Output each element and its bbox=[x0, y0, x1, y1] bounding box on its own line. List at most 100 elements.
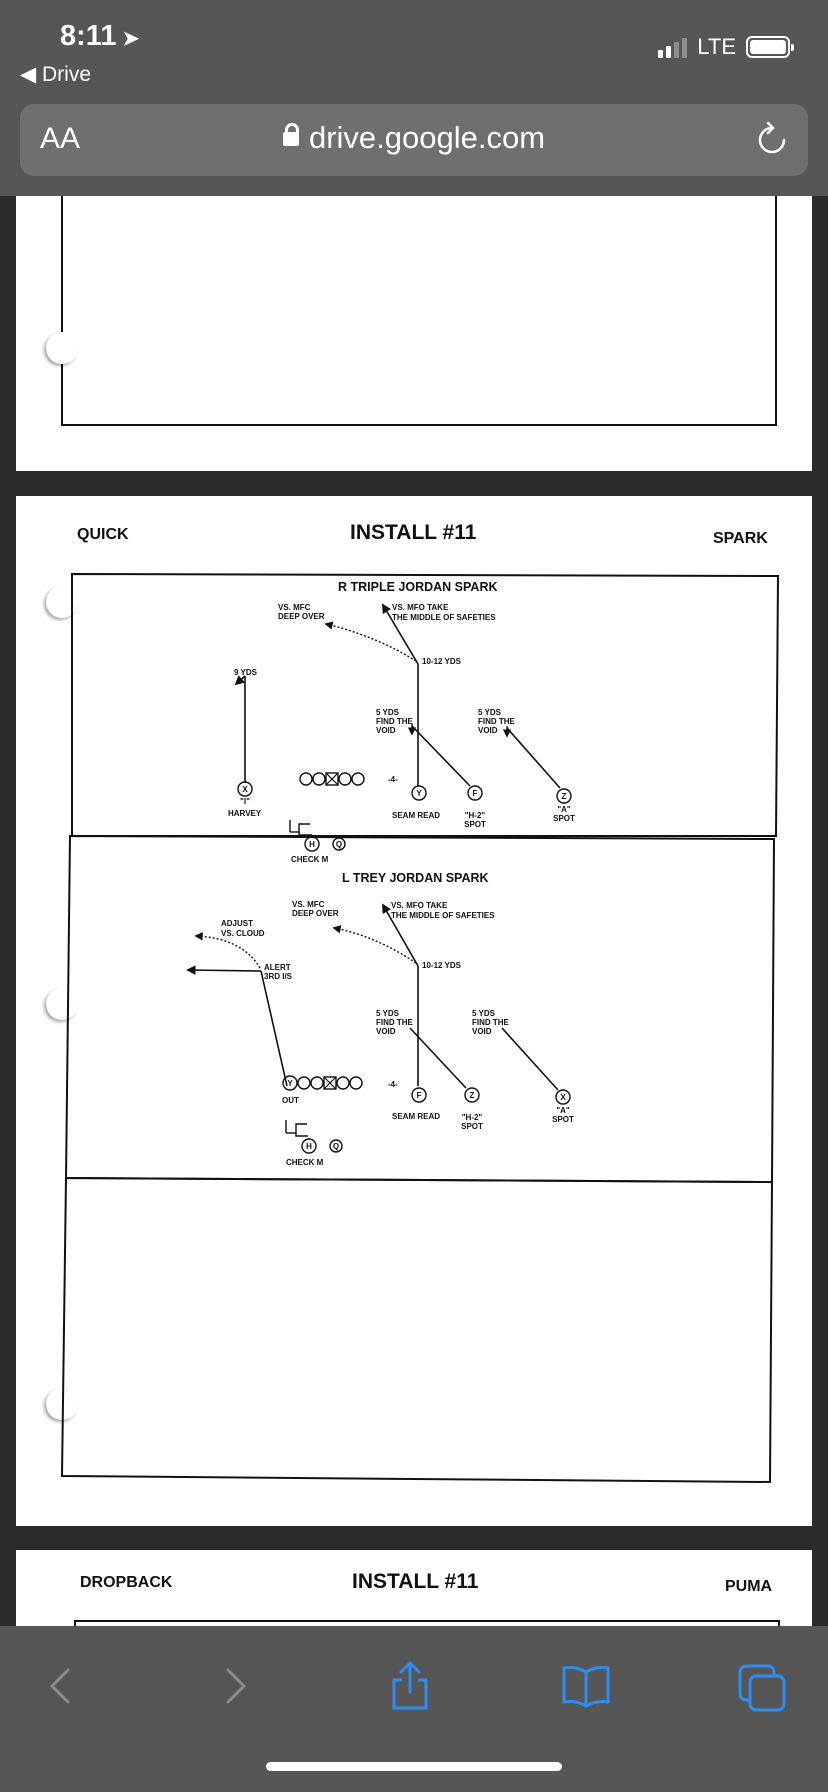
share-icon bbox=[392, 1661, 428, 1710]
svg-text:FIND THE: FIND THE bbox=[472, 1018, 510, 1027]
page-header-right: PUMA bbox=[725, 1578, 773, 1595]
svg-text:VS. CLOUD: VS. CLOUD bbox=[221, 929, 265, 938]
svg-text:ADJUST: ADJUST bbox=[221, 919, 253, 928]
svg-text:VS. MFO TAKE: VS. MFO TAKE bbox=[392, 603, 449, 612]
svg-text:F: F bbox=[417, 1091, 422, 1100]
svg-text:FIND THE: FIND THE bbox=[478, 717, 516, 726]
svg-text:VS. MFC: VS. MFC bbox=[292, 900, 325, 909]
svg-text:9 YDS: 9 YDS bbox=[234, 668, 258, 677]
share-button[interactable] bbox=[380, 1656, 440, 1716]
svg-text:VS. MFO TAKE: VS. MFO TAKE bbox=[391, 901, 448, 910]
svg-text:DEEP OVER: DEEP OVER bbox=[292, 909, 339, 918]
page-header-left: QUICK bbox=[77, 526, 129, 543]
svg-text:VOID: VOID bbox=[478, 726, 498, 735]
svg-text:THE MIDDLE OF SAFETIES: THE MIDDLE OF SAFETIES bbox=[391, 911, 495, 920]
svg-text:DEEP OVER: DEEP OVER bbox=[278, 612, 325, 621]
location-arrow-icon: ➤ bbox=[122, 28, 140, 50]
svg-text:SPOT: SPOT bbox=[553, 814, 575, 823]
svg-text:10-12 YDS: 10-12 YDS bbox=[422, 961, 462, 970]
battery-icon bbox=[746, 36, 794, 58]
svg-text:FIND THE: FIND THE bbox=[376, 717, 414, 726]
svg-text:SEAM READ: SEAM READ bbox=[392, 1112, 440, 1121]
play2-frame bbox=[64, 834, 776, 1184]
svg-text:F: F bbox=[473, 789, 478, 798]
chevron-right-icon bbox=[226, 1668, 246, 1704]
svg-text:"H-2": "H-2" bbox=[462, 1113, 483, 1122]
svg-text:X: X bbox=[242, 785, 248, 794]
svg-text:SPOT: SPOT bbox=[461, 1122, 483, 1131]
svg-text:10-12 YDS: 10-12 YDS bbox=[422, 657, 462, 666]
text-size-button[interactable]: AA bbox=[40, 122, 81, 155]
svg-text:5 YDS: 5 YDS bbox=[376, 1009, 400, 1018]
binder-hole bbox=[46, 332, 78, 364]
back-triangle-icon: ◀ bbox=[20, 63, 37, 86]
svg-text:Y: Y bbox=[416, 789, 422, 798]
home-indicator[interactable] bbox=[266, 1762, 562, 1771]
back-button[interactable] bbox=[30, 1656, 90, 1716]
url-display[interactable]: drive.google.com bbox=[20, 120, 808, 156]
svg-text:"A": "A" bbox=[557, 805, 571, 814]
svg-text:SEAM READ: SEAM READ bbox=[392, 811, 440, 820]
svg-text:"I": "I" bbox=[240, 797, 250, 806]
svg-text:OUT: OUT bbox=[282, 1096, 299, 1105]
svg-text:3RD I/S: 3RD I/S bbox=[264, 972, 293, 981]
book-icon bbox=[562, 1666, 610, 1708]
svg-text:VS. MFC: VS. MFC bbox=[278, 603, 311, 612]
svg-text:ALERT: ALERT bbox=[264, 963, 291, 972]
svg-text:THE MIDDLE OF SAFETIES: THE MIDDLE OF SAFETIES bbox=[392, 613, 496, 622]
page-frame bbox=[61, 192, 777, 426]
play2-title: L TREY JORDAN SPARK bbox=[342, 871, 489, 885]
svg-text:VOID: VOID bbox=[376, 726, 396, 735]
chevron-left-icon bbox=[50, 1668, 70, 1704]
svg-text:H: H bbox=[306, 1142, 312, 1151]
svg-text:Z: Z bbox=[470, 1091, 475, 1100]
svg-text:CHECK M: CHECK M bbox=[291, 855, 329, 864]
svg-text:SPOT: SPOT bbox=[464, 820, 486, 829]
svg-text:H: H bbox=[309, 840, 315, 849]
document-page-install-11-dropback: DROPBACK INSTALL #11 PUMA bbox=[16, 1550, 812, 1640]
reload-icon bbox=[758, 121, 786, 154]
reload-button[interactable] bbox=[754, 120, 790, 165]
play1-title: R TRIPLE JORDAN SPARK bbox=[338, 580, 498, 594]
status-time: 8:11➤ bbox=[60, 20, 140, 52]
empty-play-frame bbox=[60, 1176, 774, 1484]
play-diagrams: R TRIPLE JORDAN SPARK VS. MFC DEEP OVER … bbox=[16, 496, 812, 1526]
page-header-title: INSTALL #11 bbox=[350, 521, 477, 544]
svg-text:Q: Q bbox=[333, 1142, 339, 1151]
svg-text:VOID: VOID bbox=[472, 1027, 492, 1036]
lock-icon bbox=[282, 123, 299, 146]
svg-text:Z: Z bbox=[562, 792, 567, 801]
svg-text:"H-2": "H-2" bbox=[465, 811, 486, 820]
svg-text:"A": "A" bbox=[556, 1106, 570, 1115]
tabs-button[interactable] bbox=[732, 1656, 792, 1716]
bookmarks-button[interactable] bbox=[556, 1656, 616, 1716]
status-indicators: LTE bbox=[658, 34, 794, 60]
svg-text:5 YDS: 5 YDS bbox=[478, 708, 502, 717]
svg-text:-4-: -4- bbox=[388, 775, 398, 784]
svg-text:X: X bbox=[560, 1093, 566, 1102]
safari-top-bar: 8:11➤ ◀ Drive LTE AA drive.google.com bbox=[0, 0, 828, 196]
tabs-icon bbox=[738, 1664, 786, 1712]
svg-text:Y: Y bbox=[287, 1079, 293, 1088]
forward-button[interactable] bbox=[206, 1656, 266, 1716]
playbook-sheet: R TRIPLE JORDAN SPARK VS. MFC DEEP OVER … bbox=[60, 572, 780, 1484]
page-header-right: SPARK bbox=[713, 530, 768, 547]
svg-text:CHECK M: CHECK M bbox=[286, 1158, 324, 1167]
svg-text:-4-: -4- bbox=[388, 1080, 398, 1089]
play1-frame bbox=[71, 572, 780, 837]
address-bar[interactable]: AA drive.google.com bbox=[20, 104, 808, 176]
network-type: LTE bbox=[697, 34, 736, 59]
svg-text:HARVEY: HARVEY bbox=[228, 809, 262, 818]
back-to-drive-link[interactable]: ◀ Drive bbox=[20, 63, 92, 86]
play2-diagram: L TREY JORDAN SPARK VS. MFC DEEP OVER VS… bbox=[186, 871, 574, 1167]
svg-text:FIND THE: FIND THE bbox=[376, 1018, 414, 1027]
cellular-signal-icon bbox=[658, 36, 688, 58]
document-page-previous bbox=[16, 192, 812, 471]
play1-diagram: R TRIPLE JORDAN SPARK VS. MFC DEEP OVER … bbox=[228, 580, 575, 864]
page-header-title: INSTALL #11 bbox=[352, 1570, 479, 1593]
document-page-install-11-quick: QUICK INSTALL #11 SPARK R TRIPLE JORDAN … bbox=[16, 496, 812, 1526]
svg-text:Q: Q bbox=[336, 840, 342, 849]
svg-text:SPOT: SPOT bbox=[552, 1115, 574, 1124]
svg-text:VOID: VOID bbox=[376, 1027, 396, 1036]
svg-text:5 YDS: 5 YDS bbox=[376, 708, 400, 717]
